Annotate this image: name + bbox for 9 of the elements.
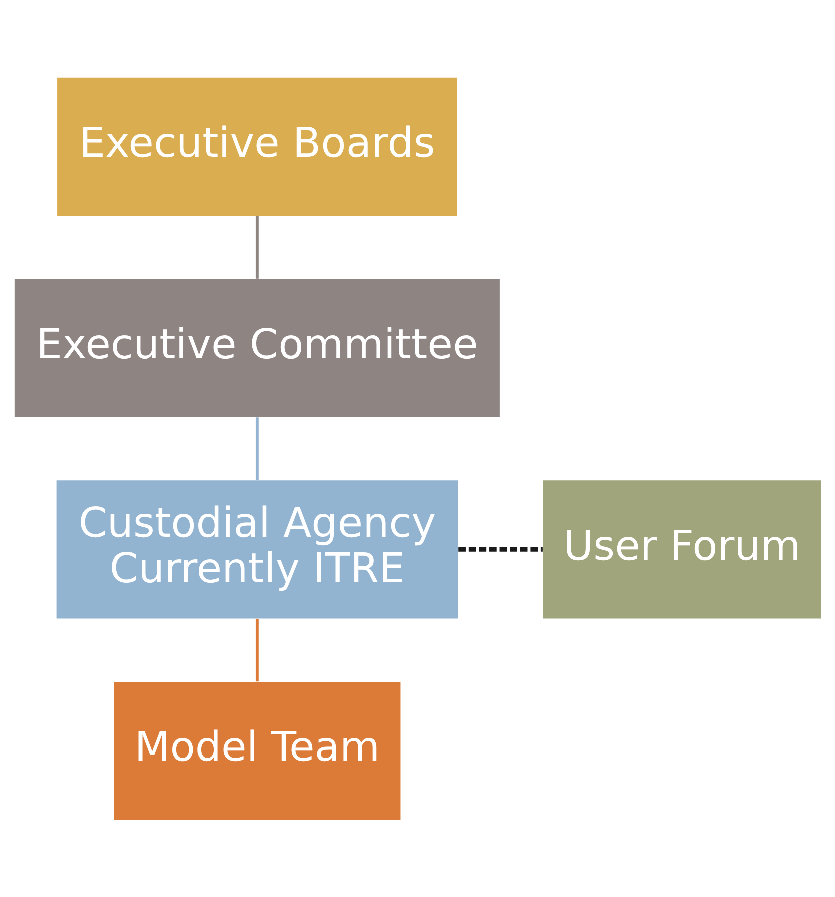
node-box: Executive Boards xyxy=(57,77,457,216)
node-box: Custodial Agency Currently ITRE xyxy=(56,480,458,618)
node-box: Model Team xyxy=(114,681,400,820)
node-box: Executive Committee xyxy=(14,278,500,417)
node-box: User Forum xyxy=(542,480,821,618)
connector xyxy=(458,546,542,552)
connector xyxy=(255,417,258,480)
connector xyxy=(255,618,258,682)
connector xyxy=(255,216,258,278)
